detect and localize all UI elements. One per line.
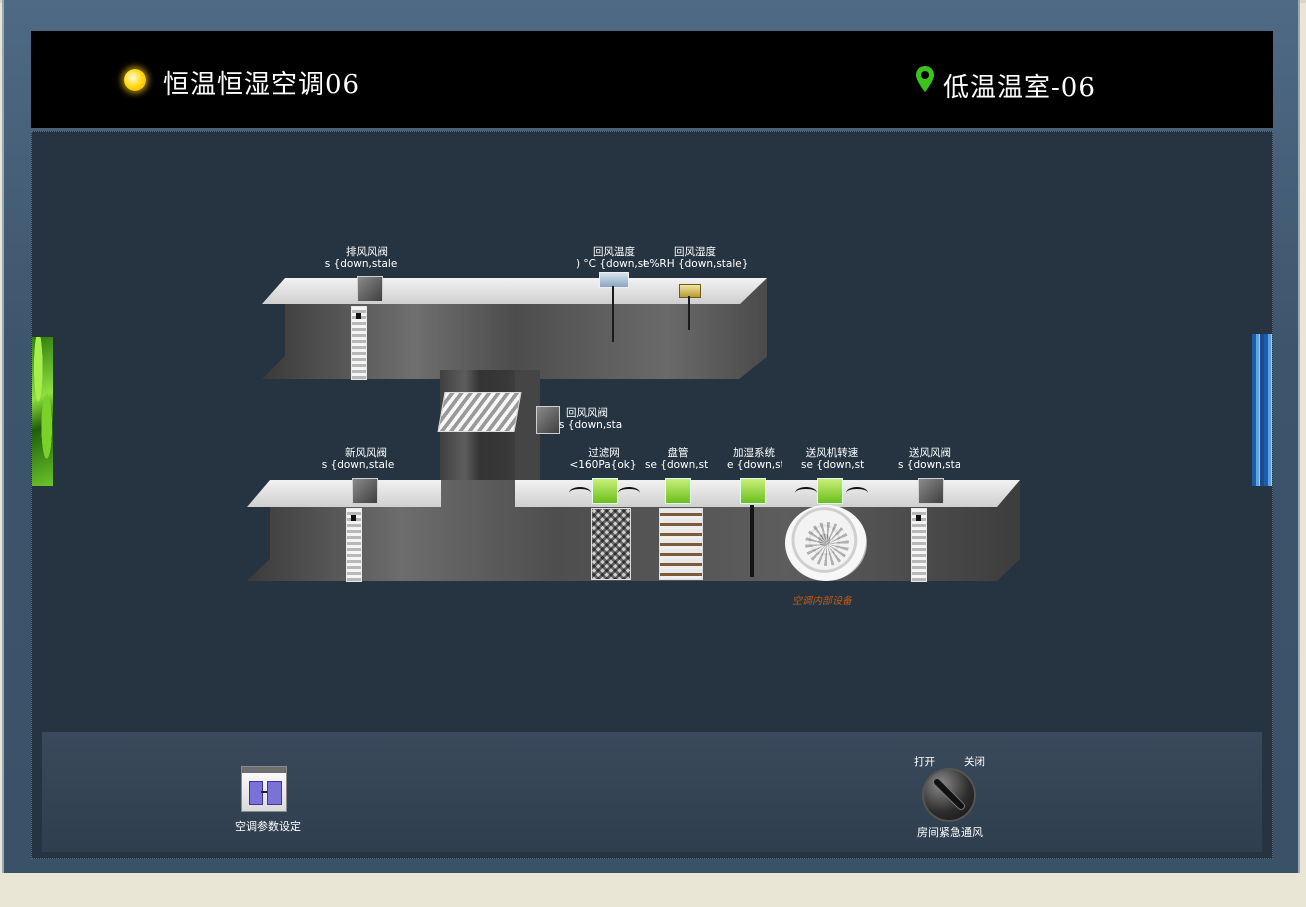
supply-damper-label: 送风风阀: [909, 447, 951, 459]
fan-blades: [805, 522, 849, 566]
fan-speed-status: se {down,sta: [801, 459, 864, 471]
mixing-damper: [437, 392, 522, 432]
fresh-damper-status: s {down,stale: [321, 459, 395, 471]
coil-label: 盘管: [667, 447, 689, 459]
humidifier-status: e {down,st: [727, 459, 782, 471]
return-humidity-probe: [688, 296, 690, 330]
return-damper-status: s {down,stale: [559, 419, 622, 431]
fan-indicator[interactable]: [817, 478, 843, 504]
coil-unit: [659, 508, 703, 580]
return-temp-label: 回风温度: [593, 246, 635, 258]
return-temp-probe: [612, 286, 614, 342]
return-temp-status: ) °C {down,stale: [576, 258, 648, 270]
right-nav-image[interactable]: [1252, 334, 1272, 486]
coil-indicator[interactable]: [665, 478, 691, 504]
exhaust-damper-status: s {down,stale: [324, 258, 398, 270]
supply-damper-status: s {down,stal: [898, 459, 960, 471]
exhaust-damper-label: 排风风阀: [346, 246, 388, 258]
humidifier-label: 加湿系统: [733, 447, 775, 459]
return-humidity-sensor[interactable]: [679, 284, 701, 298]
filter-arrow-right-icon: [618, 487, 640, 499]
return-humidity-status: e%RH {down,stale}: [643, 258, 747, 270]
device-title: 恒温恒湿空调06: [163, 70, 361, 100]
fresh-damper-blade: [346, 508, 362, 582]
exhaust-damper-blade: [351, 306, 367, 380]
return-damper-label: 回风风阀: [566, 407, 608, 419]
location-title: 低温温室-06: [943, 73, 1096, 103]
filter-arrow-left-icon: [569, 487, 591, 499]
return-humidity-label: 回风湿度: [674, 246, 716, 258]
filter-mesh: [591, 508, 631, 580]
humidifier-rod: [750, 505, 754, 577]
knob-open-label: 打开: [914, 756, 935, 768]
settings-diagram-icon[interactable]: [241, 766, 287, 812]
exhaust-damper-actuator[interactable]: [357, 276, 383, 302]
filter-status: <160Pa{ok}: [569, 459, 637, 471]
return-temp-sensor[interactable]: [599, 272, 629, 288]
filter-label: 过滤网: [588, 447, 620, 459]
supply-damper-blade: [911, 508, 927, 582]
filter-indicator[interactable]: [592, 478, 618, 504]
fan-arrow-right-icon: [846, 487, 868, 499]
supply-duct-top-left: [247, 480, 441, 507]
emergency-ventilation-knob[interactable]: [922, 768, 976, 822]
location-pin-icon: [916, 66, 934, 92]
fresh-damper-actuator[interactable]: [352, 478, 378, 504]
settings-button-label[interactable]: 空调参数设定: [235, 820, 301, 833]
humidifier-indicator[interactable]: [740, 478, 766, 504]
return-damper-actuator[interactable]: [536, 406, 560, 434]
fresh-damper-label: 新风风阀: [345, 447, 387, 459]
fan-arrow-left-icon: [795, 487, 817, 499]
fan-speed-label: 送风机转速: [805, 447, 859, 459]
header-bar: 恒温恒湿空调06 低温温室-06: [31, 31, 1273, 128]
supply-damper-actuator[interactable]: [918, 478, 944, 504]
equipment-note: 空调内部设备: [792, 596, 852, 607]
coil-status: se {down,sta: [645, 459, 708, 471]
knob-close-label: 关闭: [964, 756, 985, 768]
sun-icon: [124, 69, 146, 91]
control-bar: [42, 732, 1262, 852]
knob-label: 房间紧急通风: [917, 826, 983, 839]
left-nav-image[interactable]: [32, 337, 53, 486]
